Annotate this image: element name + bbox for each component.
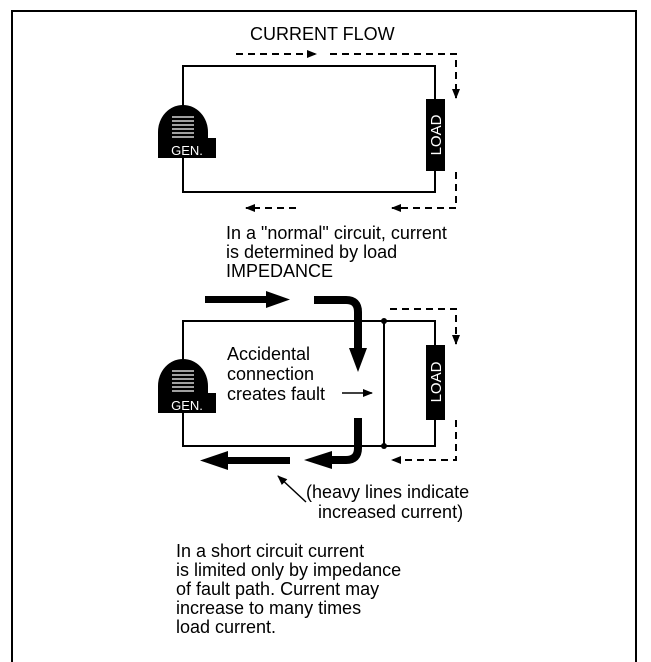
short-caption-line: is limited only by impedance <box>176 560 402 580</box>
generator-icon <box>158 359 216 413</box>
heavy-left-arrow <box>200 451 228 470</box>
heavy-note-line: increased current) <box>318 502 464 522</box>
generator-label: GEN. <box>171 398 203 413</box>
short-caption-line: of fault path. Current may <box>176 579 380 599</box>
normal-caption-line: is determined by load <box>226 242 398 262</box>
short-caption-line: load current. <box>176 617 277 637</box>
short-caption-line: increase to many times <box>176 598 362 618</box>
load-right-down-arrow <box>390 308 460 345</box>
load-block <box>426 99 445 171</box>
fault-label-line: Accidental <box>227 344 311 364</box>
heavy-right-arrow <box>266 291 290 308</box>
right-down-arrow <box>330 53 460 99</box>
bottom-right-arrow <box>391 172 457 212</box>
fault-current-arrows <box>200 291 367 470</box>
load-label: LOAD <box>428 114 445 155</box>
junction-dot <box>381 443 387 449</box>
heavy-left-arrow <box>304 451 332 469</box>
heavy-note-line: (heavy lines indicate <box>306 482 470 502</box>
figure-frame <box>11 10 637 662</box>
normal-caption-line: In a "normal" circuit, current <box>226 223 447 243</box>
junction-dot <box>381 318 387 324</box>
short-caption-line: In a short circuit current <box>176 541 365 561</box>
generator-label: GEN. <box>171 143 203 158</box>
normal-caption-line: IMPEDANCE <box>226 261 334 281</box>
heavy-note-pointer-arrow <box>277 475 307 503</box>
short-circuit-wires <box>182 320 436 447</box>
load-label: LOAD <box>428 361 445 402</box>
current-flow-title: CURRENT FLOW <box>250 24 395 44</box>
load-current-arrows <box>390 308 460 464</box>
fault-label-line: connection <box>227 364 315 384</box>
generator-icon <box>158 105 216 158</box>
load-bottom-arrow <box>391 420 457 464</box>
fault-label-line: creates fault <box>227 384 326 404</box>
heavy-down-arrow <box>349 348 367 372</box>
normal-current-arrows <box>236 50 460 212</box>
load-block <box>426 345 445 420</box>
normal-circuit-wires <box>182 65 436 193</box>
